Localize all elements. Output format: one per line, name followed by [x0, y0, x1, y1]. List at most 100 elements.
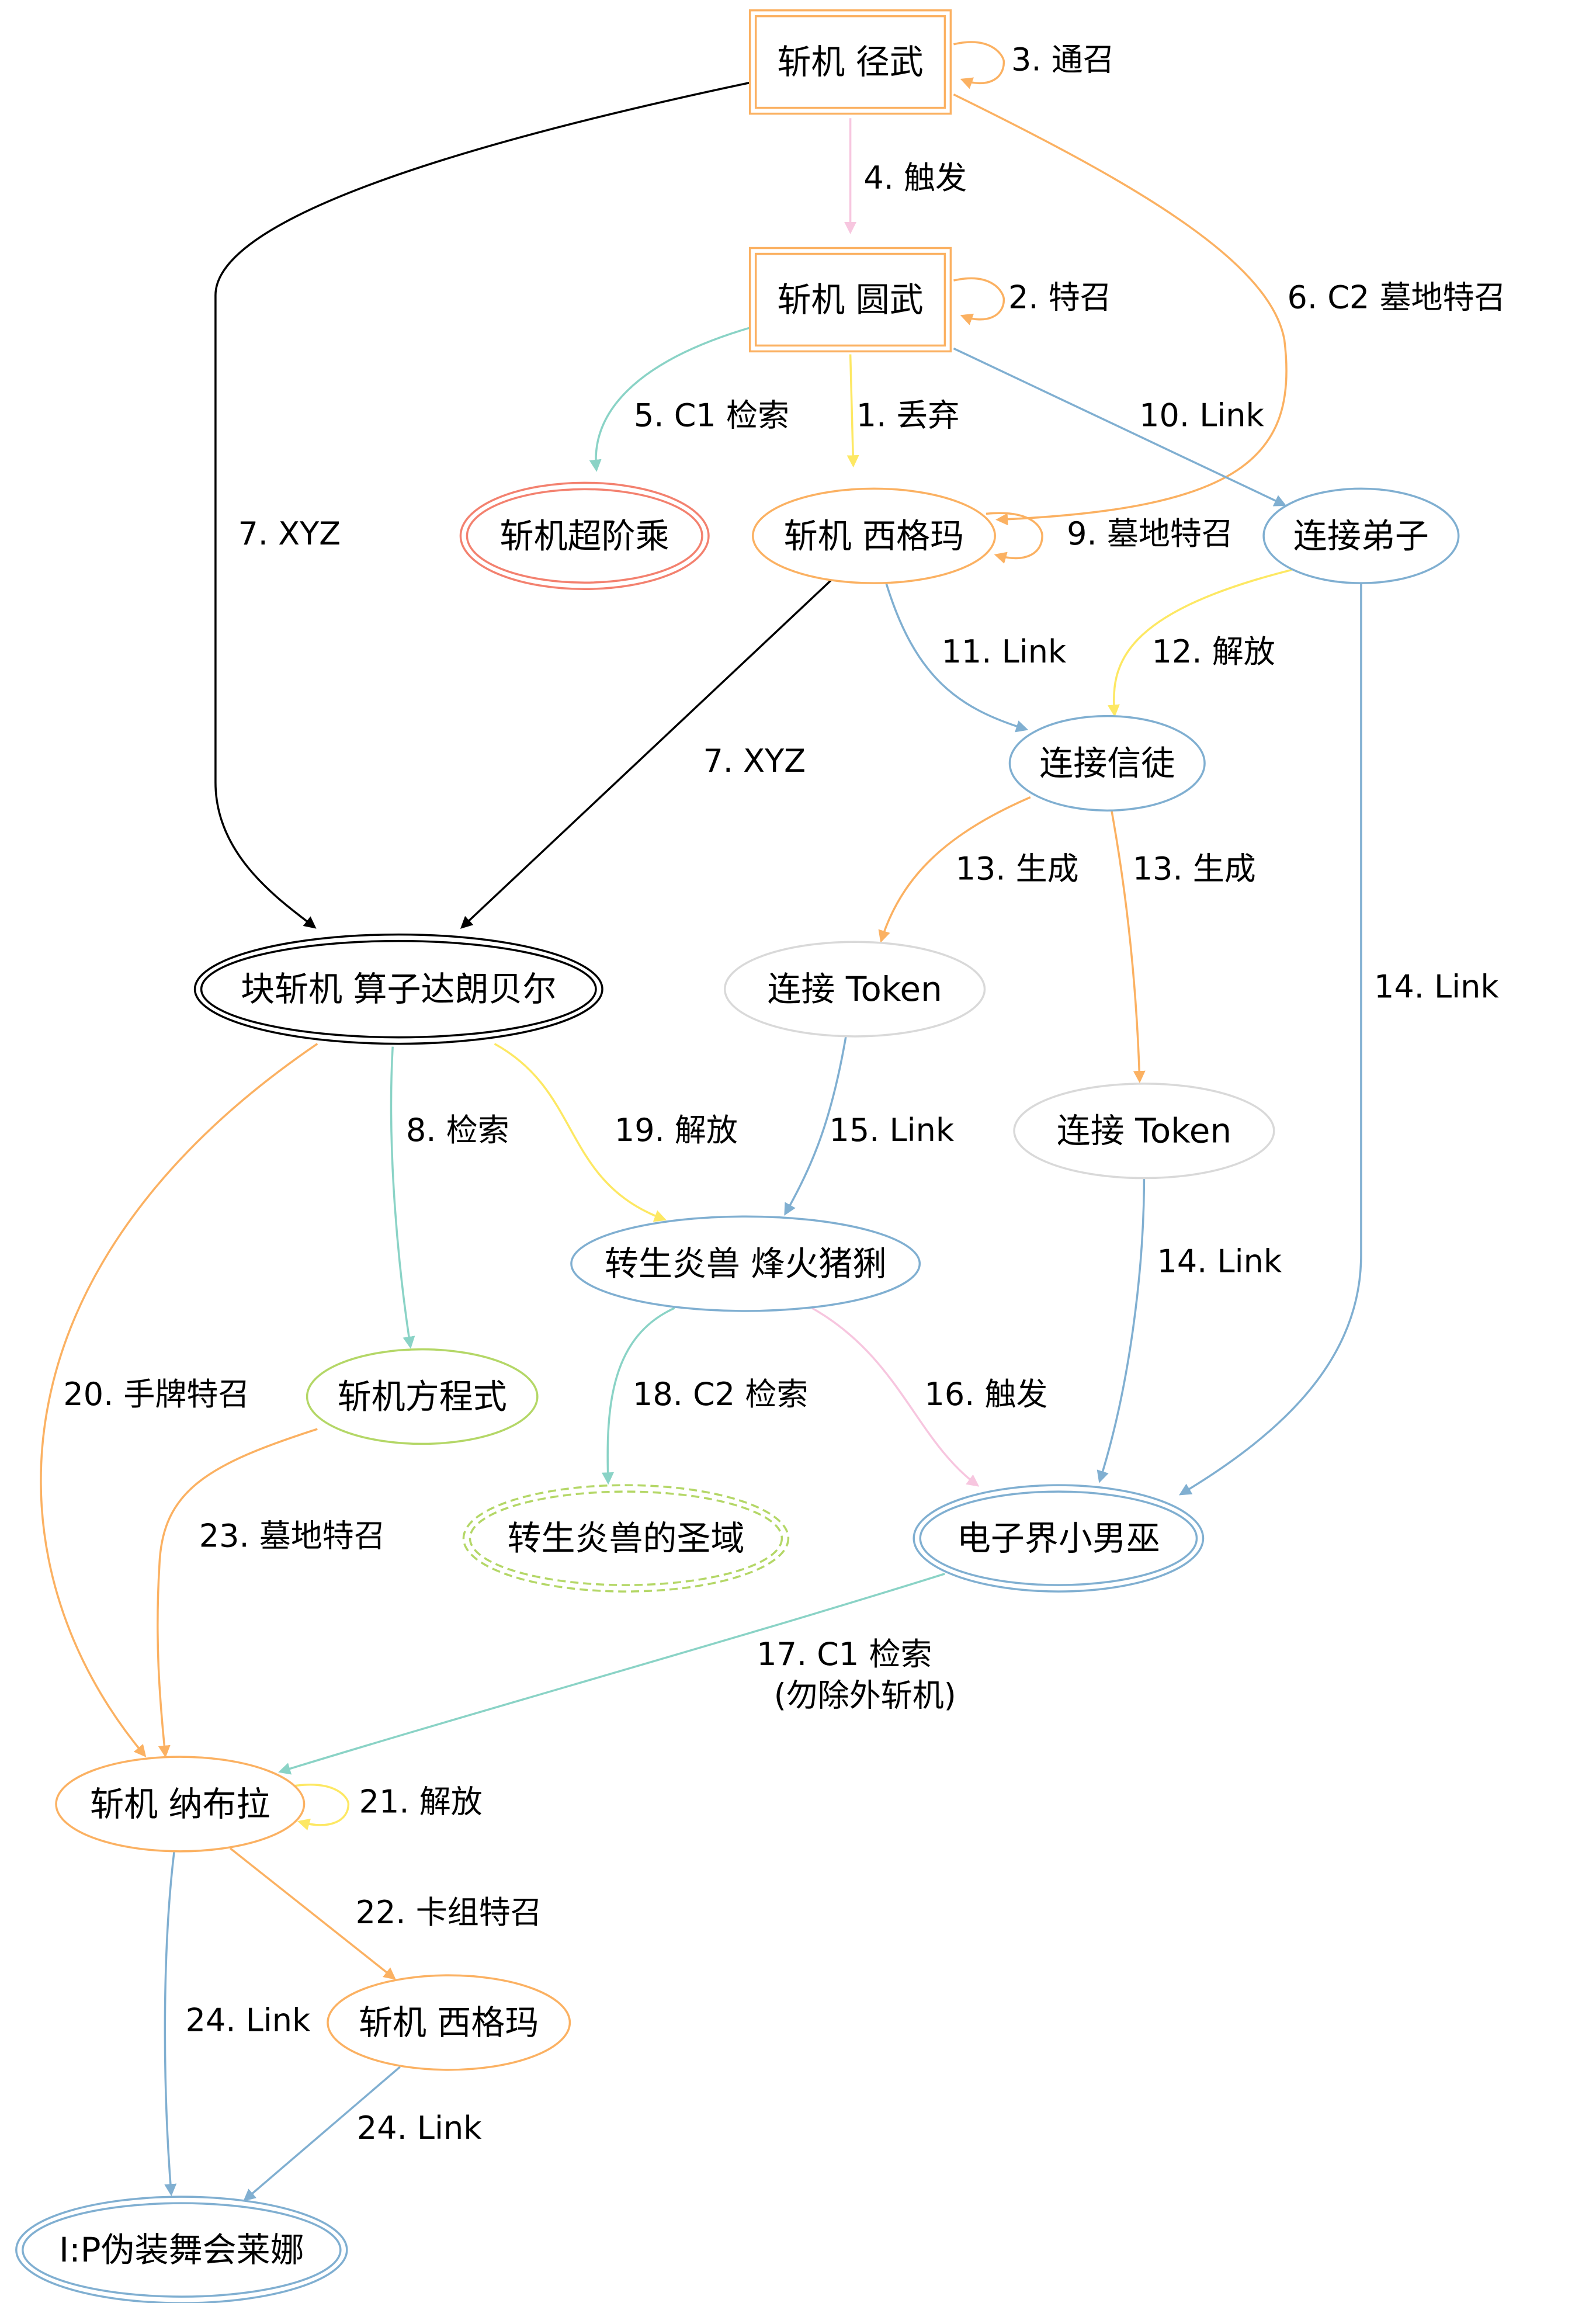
edge-label-e6: 6. C2 墓地特召 [1288, 279, 1506, 316]
node-n_dalangbeier[interactable]: 块斩机 算子达朗贝尔 [193, 933, 603, 1045]
edge-label-e1: 1. 丢弃 [856, 397, 960, 434]
node-n_dizi[interactable]: 连接弟子 [1262, 487, 1460, 584]
node-n_shengyu[interactable]: 转生炎兽的圣域 [462, 1484, 790, 1593]
edge-labels-layer: 1. 丢弃2. 特召3. 通召4. 触发5. C1 检索6. C2 墓地特召7.… [63, 41, 1505, 2146]
node-inner-ellipse [919, 1490, 1198, 1586]
node-label: 斩机方程式 [338, 1377, 507, 1417]
edges-layer [40, 41, 1362, 2201]
node-label: 斩机 纳布拉 [90, 1784, 270, 1824]
node-inner-ellipse [22, 2202, 342, 2298]
edge-e13b [1111, 810, 1146, 1083]
node-n_fangcheng[interactable]: 斩机方程式 [306, 1348, 539, 1445]
edge-e14a [1178, 583, 1362, 1496]
node-label: 块斩机 算子达朗贝尔 [241, 969, 556, 1009]
edge-label-e17: 17. C1 检索 [757, 1636, 932, 1673]
node-ellipse [193, 933, 603, 1045]
node-ellipse [327, 1974, 571, 2071]
node-inner-ellipse [200, 939, 597, 1039]
edge-label-e18: 18. C2 检索 [633, 1376, 808, 1413]
node-label: 连接弟子 [1293, 516, 1429, 556]
node-ellipse [306, 1348, 539, 1445]
edge-e6 [953, 93, 1288, 526]
node-n_zhuyu[interactable]: 转生炎兽 烽火猪猁 [570, 1215, 921, 1312]
edge-label-e7a: 7. XYZ [238, 515, 341, 552]
node-label: 斩机超阶乘 [500, 516, 669, 556]
edge-e5 [589, 327, 751, 472]
edge-e20 [40, 1043, 318, 1757]
node-n_nabla[interactable]: 斩机 纳布拉 [55, 1756, 306, 1853]
node-inner-ellipse [466, 488, 703, 584]
node-outer-box [748, 247, 952, 353]
edge-label-e10: 10. Link [1139, 397, 1264, 434]
node-ellipse [459, 481, 710, 591]
node-ellipse [1013, 1083, 1275, 1180]
edge-label-e13a: 13. 生成 [956, 851, 1079, 887]
node-n_laina[interactable]: I:P伪装舞会莱娜 [15, 2196, 348, 2303]
node-label: 电子界小男巫 [957, 1518, 1160, 1558]
edge-label-e24a: 24. Link [186, 2002, 311, 2039]
edge-label-e15: 15. Link [829, 1112, 954, 1149]
edge-label-e24b: 24. Link [357, 2110, 482, 2146]
edge-e1 [846, 354, 859, 468]
edge-label-e2: 2. 特召 [1008, 279, 1112, 316]
edge-e22 [230, 1847, 396, 1980]
edge-e21 [290, 1784, 350, 1831]
node-n_token2[interactable]: 连接 Token [1013, 1083, 1275, 1180]
edge-e11 [884, 581, 1029, 733]
edge-e13a [878, 796, 1031, 943]
edge-e24b [243, 2066, 401, 2201]
edge-e17 [278, 1573, 945, 1775]
edge-e16 [811, 1307, 980, 1487]
edge-label-e14b: 14. Link [1157, 1243, 1282, 1280]
edge-e24a [164, 1851, 177, 2197]
node-label: 斩机 径武 [777, 42, 923, 82]
node-ellipse [752, 487, 996, 584]
edge-label-e9: 9. 墓地特召 [1067, 515, 1233, 552]
node-ellipse [462, 1484, 790, 1593]
node-n_chaojie[interactable]: 斩机超阶乘 [459, 481, 710, 591]
node-inner-box [754, 252, 946, 347]
node-label: 转生炎兽 烽火猪猁 [605, 1244, 886, 1284]
nodes-layer: 斩机 径武斩机 圆武斩机超阶乘斩机 西格玛连接弟子连接信徒块斩机 算子达朗贝尔连… [15, 9, 1460, 2303]
node-n_sigma2[interactable]: 斩机 西格玛 [327, 1974, 571, 2071]
node-label: 转生炎兽的圣域 [507, 1518, 744, 1558]
edge-label-e17-line2: (勿除外斩机) [774, 1677, 956, 1714]
edge-e9 [986, 512, 1043, 564]
node-n_sigma1[interactable]: 斩机 西格玛 [752, 487, 996, 584]
edge-e14b [1097, 1178, 1146, 1483]
node-n_nanwu[interactable]: 电子界小男巫 [913, 1484, 1205, 1593]
node-n_yuanwu[interactable]: 斩机 圆武 [748, 247, 952, 353]
edge-e3 [953, 41, 1005, 89]
node-n_jingwu[interactable]: 斩机 径武 [748, 9, 952, 115]
node-inner-ellipse [469, 1490, 783, 1586]
node-label: 斩机 圆武 [777, 280, 923, 320]
edge-label-e23: 23. 墓地特召 [199, 1518, 386, 1555]
node-ellipse [1262, 487, 1460, 584]
edge-label-e13b: 13. 生成 [1133, 851, 1256, 887]
node-label: I:P伪装舞会莱娜 [59, 2230, 304, 2270]
edge-e18 [601, 1307, 675, 1485]
edge-e23 [157, 1428, 318, 1758]
node-ellipse [55, 1756, 306, 1853]
edge-label-e14a: 14. Link [1374, 969, 1499, 1005]
edge-label-e12: 12. 解放 [1152, 633, 1275, 670]
edge-label-e22: 22. 卡组特召 [356, 1894, 542, 1931]
edge-e10 [953, 347, 1287, 507]
node-ellipse [1008, 715, 1206, 812]
edge-e7a [214, 81, 751, 929]
node-n_xintu[interactable]: 连接信徒 [1008, 715, 1206, 812]
edge-label-e3: 3. 通召 [1011, 41, 1115, 78]
edge-label-e5: 5. C1 检索 [634, 397, 789, 434]
edge-e2 [953, 277, 1005, 325]
edge-label-e11: 11. Link [942, 633, 1067, 670]
node-n_token1[interactable]: 连接 Token [724, 941, 986, 1038]
edge-e19 [494, 1043, 667, 1222]
edge-label-e16: 16. 触发 [924, 1376, 1047, 1413]
edge-e7b [460, 579, 832, 929]
node-ellipse [570, 1215, 921, 1312]
node-ellipse [724, 941, 986, 1038]
edge-e12 [1107, 568, 1292, 717]
edge-label-e19: 19. 解放 [615, 1112, 738, 1149]
node-ellipse [913, 1484, 1205, 1593]
